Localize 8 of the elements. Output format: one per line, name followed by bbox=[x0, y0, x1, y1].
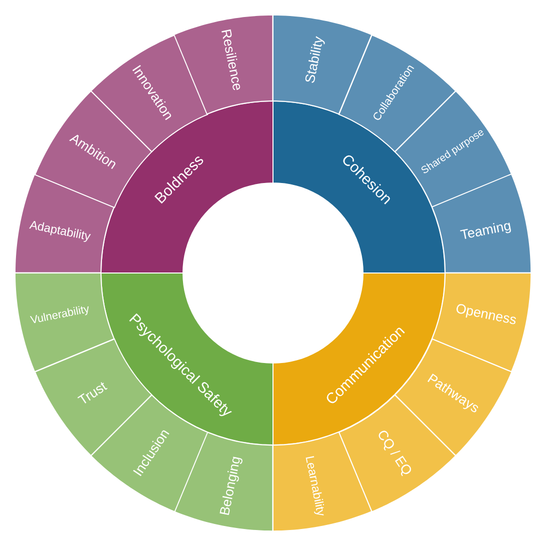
segment-label: CQ / EQ bbox=[373, 428, 414, 479]
segment-label: Learnability bbox=[302, 454, 328, 518]
segment-label: Resilience bbox=[217, 28, 244, 92]
segment-label: Stability bbox=[303, 36, 328, 85]
segment-label: Openness bbox=[454, 302, 518, 329]
segment-label: Vulnerability bbox=[30, 304, 91, 328]
segment-label: Teaming bbox=[459, 218, 512, 243]
segment-label: Trust bbox=[76, 378, 110, 408]
